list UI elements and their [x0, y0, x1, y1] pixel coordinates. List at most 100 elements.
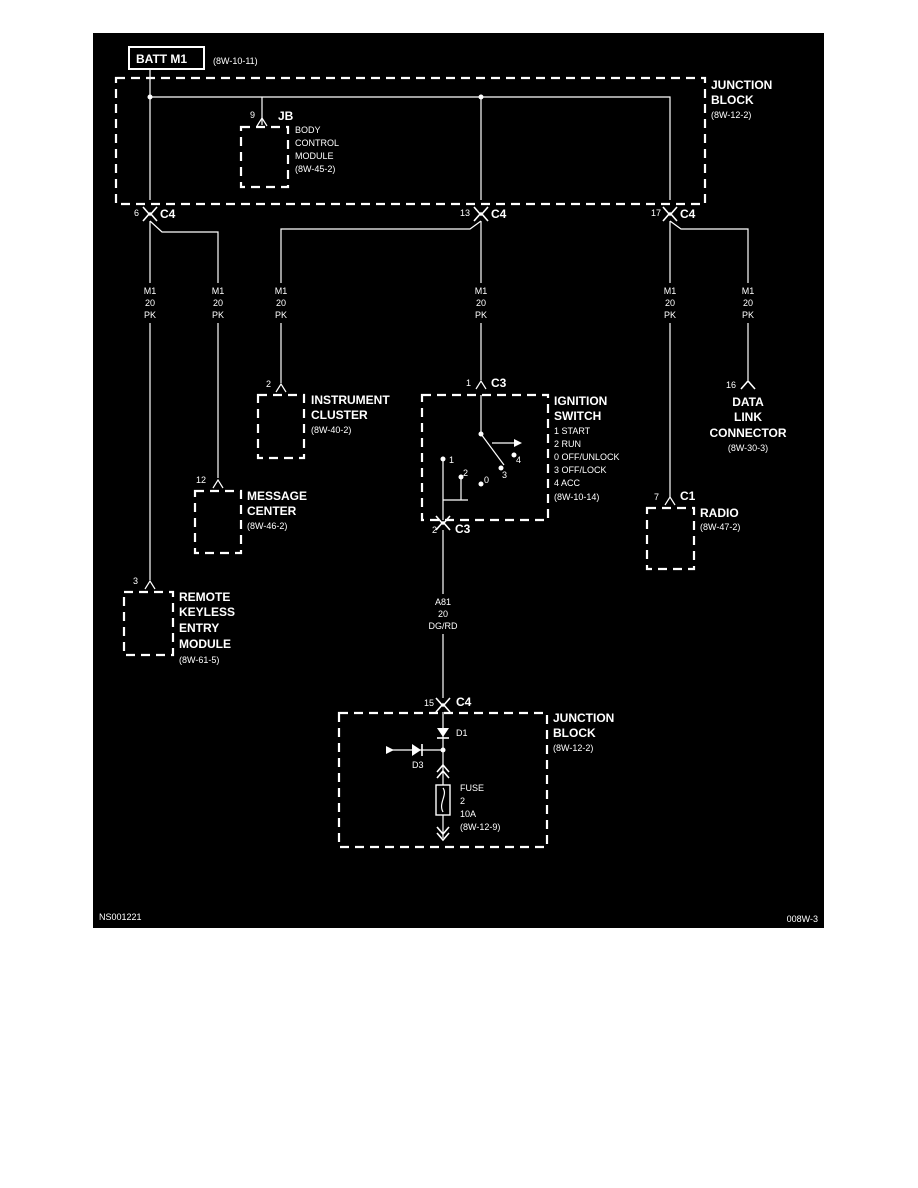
splice-center	[478, 94, 484, 100]
diode-d3-arrow-icon	[386, 746, 394, 754]
ign-contact-label-3: 3	[502, 470, 507, 480]
c4-left-connector	[142, 206, 158, 222]
ign-in-connector: C3	[491, 376, 507, 390]
svg-text:M1: M1	[742, 286, 755, 296]
rke-line1: REMOTE	[179, 590, 230, 604]
bcm-box	[239, 125, 290, 189]
radio-box	[645, 506, 696, 571]
ign-in-pin-mark	[475, 379, 487, 390]
svg-text:20: 20	[213, 298, 223, 308]
ign-contact-4	[511, 452, 517, 458]
dlc-pin: 16	[726, 380, 736, 390]
ign-in-pin: 1	[466, 378, 471, 388]
diode-d3-label: D3	[412, 760, 424, 770]
mc-line2: CENTER	[247, 504, 297, 518]
c4-right-connector	[662, 206, 678, 222]
remote-keyless-box	[122, 590, 175, 657]
ign-contact-0	[478, 481, 484, 487]
c4-right-pin: 17	[651, 208, 661, 218]
svg-text:M1: M1	[144, 286, 157, 296]
footer-left: NS001221	[99, 912, 142, 922]
ign-out-pin: 2	[432, 525, 437, 535]
fuse-line1: FUSE	[460, 783, 484, 793]
ign-out-connector	[435, 515, 451, 531]
wire-label-4: M1 20 PK	[657, 283, 683, 323]
rke-line4: MODULE	[179, 637, 231, 651]
svg-text:M1: M1	[664, 286, 677, 296]
radio-label: RADIO	[700, 506, 739, 520]
fuse-bottom-connector	[436, 826, 450, 842]
fuse-top-connector	[436, 763, 450, 779]
wire-label-0: M1 20 PK	[137, 283, 163, 323]
fuse-ref: (8W-12-9)	[460, 822, 500, 832]
ignition-switch-box	[420, 393, 550, 522]
rke-pin: 3	[133, 576, 138, 586]
bcm-line2: CONTROL	[295, 138, 339, 148]
ign-pos-1: 2 RUN	[554, 439, 581, 449]
svg-text:20: 20	[476, 298, 486, 308]
jb-top-ref: (8W-12-2)	[711, 110, 751, 120]
ic-line1: INSTRUMENT	[311, 393, 390, 407]
svg-text:M1: M1	[275, 286, 288, 296]
wire-label-1: M1 20 PK	[205, 283, 231, 323]
jb-bottom-title-2: BLOCK	[553, 726, 596, 740]
svg-text:M1: M1	[212, 286, 225, 296]
svg-text:20: 20	[665, 298, 675, 308]
svg-text:PK: PK	[212, 310, 224, 320]
dlc-ref: (8W-30-3)	[728, 443, 768, 453]
jb-bottom-ref: (8W-12-2)	[553, 743, 593, 753]
ign-contact-label-2: 2	[463, 468, 468, 478]
svg-text:A81: A81	[435, 597, 451, 607]
ign-internal-wire	[442, 459, 468, 520]
battery-box	[128, 46, 205, 70]
c4-left-name: C4	[160, 207, 176, 221]
jb-top-title-1: JUNCTION	[711, 78, 772, 92]
diagram-background	[93, 33, 824, 928]
bcm-line3: MODULE	[295, 151, 334, 161]
svg-text:M1: M1	[475, 286, 488, 296]
ign-pos-0: 1 START	[554, 426, 591, 436]
bcm-line1: BODY	[295, 125, 321, 135]
jb-bottom-title-1: JUNCTION	[553, 711, 614, 725]
radio-pin: 7	[654, 492, 659, 502]
rke-line2: KEYLESS	[179, 605, 235, 619]
svg-text:20: 20	[743, 298, 753, 308]
instrument-cluster-box	[256, 393, 306, 460]
radio-ref: (8W-47-2)	[700, 522, 740, 532]
battery-ref: (8W-10-11)	[213, 56, 258, 66]
radio-connector: C1	[680, 489, 696, 503]
footer-right: 008W-3	[787, 914, 818, 924]
bcm-connector: JB	[278, 109, 294, 123]
wire-message-center	[149, 220, 219, 478]
ign-contact-label-1: 1	[449, 455, 454, 465]
svg-text:PK: PK	[742, 310, 754, 320]
svg-text:20: 20	[438, 609, 448, 619]
c4-left-pin: 6	[134, 208, 139, 218]
wire-label-2: M1 20 PK	[268, 283, 294, 323]
bcm-ref: (8W-45-2)	[295, 164, 335, 174]
diode-d3-icon	[412, 744, 421, 756]
message-center-box	[193, 489, 243, 555]
c4-center-name: C4	[491, 207, 507, 221]
diode-d1-icon	[437, 728, 449, 737]
ign-ref: (8W-10-14)	[554, 492, 599, 502]
mc-ref: (8W-46-2)	[247, 521, 287, 531]
splice-left	[147, 94, 153, 100]
ign-wiper	[480, 433, 505, 466]
ign-pos-4: 4 ACC	[554, 478, 581, 488]
c4-center-pin: 13	[460, 208, 470, 218]
ic-ref: (8W-40-2)	[311, 425, 351, 435]
wire-label-5: M1 20 PK	[735, 283, 761, 323]
ign-contact-3	[498, 465, 504, 471]
jb-bottom-connector-name: C4	[456, 695, 472, 709]
wire-label-3: M1 20 PK	[468, 283, 494, 323]
svg-text:PK: PK	[144, 310, 156, 320]
svg-text:20: 20	[276, 298, 286, 308]
junction-block-bottom-box	[337, 711, 549, 849]
svg-text:PK: PK	[664, 310, 676, 320]
wire-label-6: A81 20 DG/RD	[418, 594, 468, 634]
fuse-line3: 10A	[460, 809, 476, 819]
battery-label: BATT M1	[136, 52, 187, 66]
ign-out-connector-name: C3	[455, 522, 471, 536]
